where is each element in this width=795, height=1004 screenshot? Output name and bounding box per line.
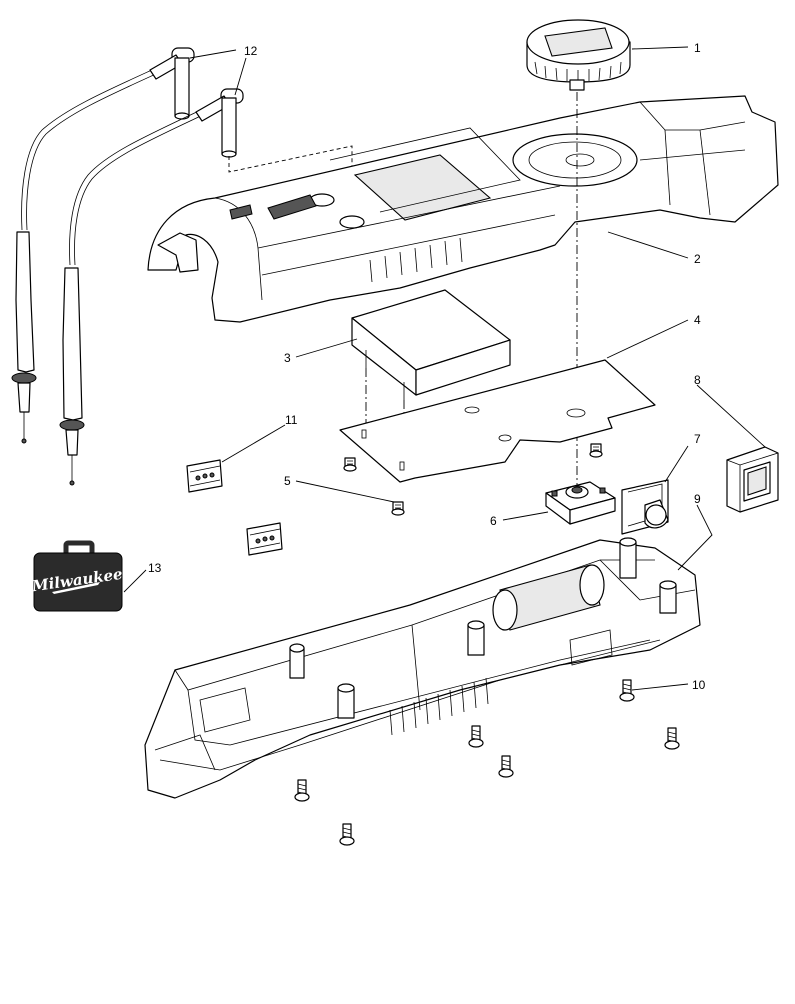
- callout-7: 7: [694, 432, 701, 446]
- callout-5: 5: [284, 474, 291, 488]
- housing-screws: [294, 679, 680, 846]
- callout-3: 3: [284, 351, 291, 365]
- bottom-housing: [144, 537, 701, 799]
- callout-4: 4: [694, 313, 701, 327]
- switch-assembly: [545, 481, 616, 525]
- callout-2: 2: [694, 252, 701, 266]
- display-module: [351, 289, 511, 400]
- clips: [186, 459, 283, 556]
- callout-9: 9: [694, 492, 701, 506]
- callout-13: 13: [148, 561, 162, 575]
- callout-8: 8: [694, 373, 701, 387]
- callout-10: 10: [692, 678, 706, 692]
- knob: [526, 19, 631, 91]
- callout-6: 6: [490, 514, 497, 528]
- board-screws: [343, 443, 603, 516]
- callout-1: 1: [694, 41, 701, 55]
- lead-alignment-line: [228, 145, 353, 210]
- top-housing: [147, 95, 779, 323]
- leader-lines: [123, 46, 766, 691]
- button-assembly: [621, 479, 669, 535]
- callout-labels: 1 2 3 4 5 6 7 8 9 10 11 12 13: [148, 41, 706, 692]
- callout-12: 12: [244, 44, 258, 58]
- side-button: [726, 446, 779, 513]
- carry-case: Milwaukee: [30, 540, 124, 612]
- circuit-board: [339, 359, 656, 483]
- callout-11: 11: [285, 413, 298, 427]
- test-leads: [11, 47, 244, 486]
